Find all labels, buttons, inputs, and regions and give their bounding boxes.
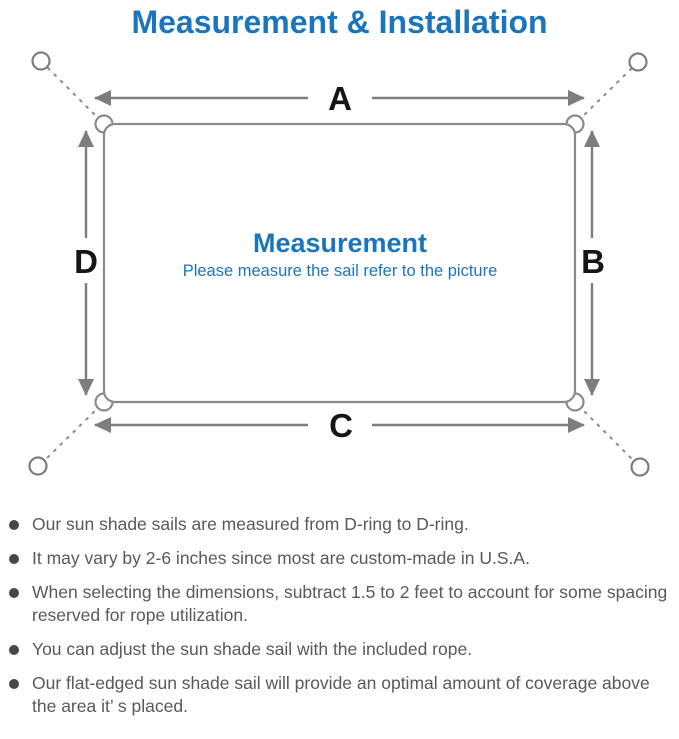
bullet-dot-icon [9,554,19,564]
measurement-diagram: A B C D Measurement Please measure the s… [0,41,679,499]
list-item: When selecting the dimensions, subtract … [9,581,673,627]
list-item: Our flat-edged sun shade sail will provi… [9,672,673,718]
anchor-points [28,51,650,477]
note-text: It may vary by 2-6 inches since most are… [32,548,530,568]
list-item: It may vary by 2-6 inches since most are… [9,547,673,570]
diagram-center-title: Measurement [253,228,427,258]
note-text: Our sun shade sails are measured from D-… [32,514,469,534]
list-item: Our sun shade sails are measured from D-… [9,513,673,536]
anchor-circle-top-left-icon [31,51,51,71]
rope-line-top-right [577,67,633,122]
page-title: Measurement & Installation [131,4,548,40]
dim-label-a: A [328,80,352,117]
dim-label-b: B [581,243,605,280]
bullet-dot-icon [9,645,19,655]
sail-rectangle [102,122,577,404]
note-text: When selecting the dimensions, subtract … [32,582,668,625]
anchor-circle-bottom-right-icon [630,457,650,477]
bullet-dot-icon [9,588,19,598]
corner-rope-dashed-lines [43,66,635,462]
rope-line-bottom-left [43,404,102,462]
bullet-dot-icon [9,520,19,530]
note-text: You can adjust the sun shade sail with t… [32,639,473,659]
dim-label-c: C [329,407,353,444]
anchor-circle-bottom-left-icon [28,456,48,476]
note-text: Our flat-edged sun shade sail will provi… [32,673,650,716]
dimension-lines [78,90,600,433]
list-item: You can adjust the sun shade sail with t… [9,638,673,661]
diagram-center-subtitle: Please measure the sail refer to the pic… [183,262,498,280]
notes-list: Our sun shade sails are measured from D-… [0,513,679,718]
dim-label-d: D [74,243,98,280]
sail-diagram-svg: A B C D Measurement Please measure the s… [28,51,650,477]
rope-line-top-left [46,66,102,122]
anchor-circle-top-right-icon [628,52,648,72]
bullet-dot-icon [9,679,19,689]
rope-line-bottom-right [577,404,635,462]
